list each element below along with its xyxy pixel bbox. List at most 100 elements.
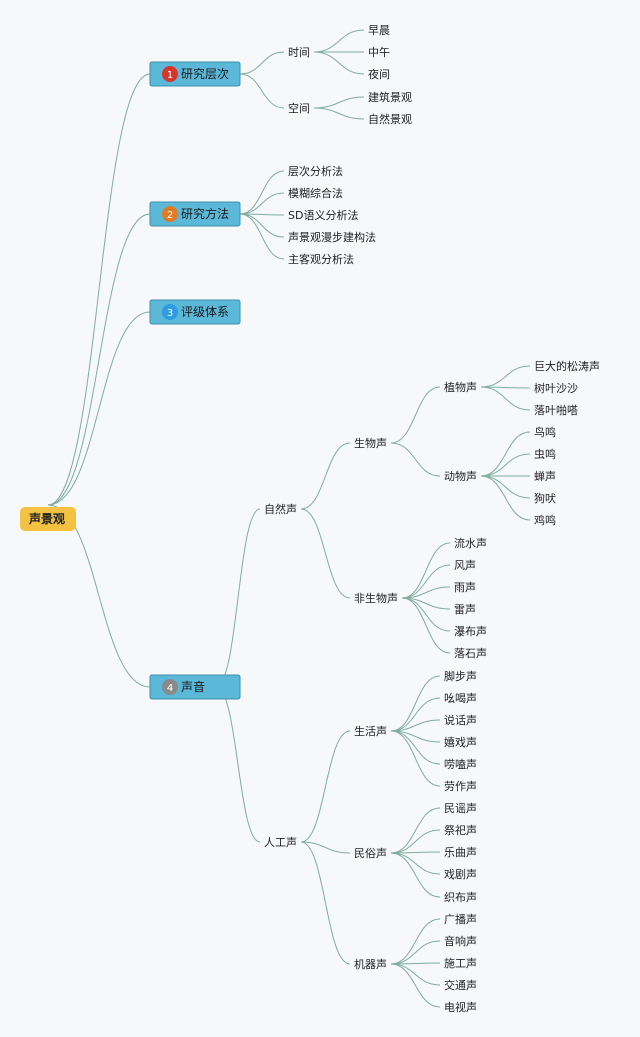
connector-lines	[47, 29, 531, 1008]
leaf-node: 建筑景观	[368, 90, 412, 104]
leaf-node: 瀑布声	[454, 624, 487, 638]
edge-level2	[215, 686, 261, 843]
edge-level4	[390, 940, 441, 965]
number-badge-icon	[162, 679, 178, 695]
edge-level4	[401, 597, 451, 654]
leaf-node: 鸟鸣	[534, 425, 556, 439]
root-node[interactable]	[20, 507, 76, 531]
node-时间: 时间	[288, 46, 310, 59]
category-node: 自然声	[264, 502, 297, 516]
leaf-node: 鸡鸣	[534, 513, 556, 527]
method-node: SD语义分析法	[288, 208, 358, 222]
leaf-node: 巨大的松涛声	[534, 359, 600, 373]
leaf-node: 说话声	[444, 713, 477, 727]
leaf-node: 风声	[454, 558, 476, 572]
leaf-node: 乐曲声	[444, 845, 477, 859]
leaf-node: 蝉声	[534, 469, 556, 483]
leaf-node: 广播声	[444, 912, 477, 926]
edge-level5	[480, 365, 531, 388]
group-node: 植物声	[444, 380, 477, 394]
edge-level5	[480, 386, 531, 411]
leaf-node: 脚步声	[444, 669, 477, 683]
leaf-node: 树叶沙沙	[534, 381, 578, 395]
leaf-node: 电视声	[444, 1000, 477, 1014]
edge-level3	[300, 730, 351, 843]
number-badge-icon	[162, 206, 178, 222]
edge-level2	[239, 192, 285, 215]
edge-root-to-branch-1	[47, 73, 151, 506]
leaf-node: 流水声	[454, 536, 487, 550]
edge-level3	[300, 508, 351, 599]
edge-level4	[401, 542, 451, 599]
edge-level2	[239, 73, 285, 109]
edge-root-to-branch-3	[47, 311, 151, 506]
leaf-node: 早晨	[368, 24, 390, 37]
edge-level4	[390, 918, 441, 965]
number-badge-icon	[162, 304, 178, 320]
edge-level4	[390, 719, 441, 732]
method-node: 声景观漫步建构法	[288, 230, 376, 244]
leaf-node: 夜间	[368, 67, 390, 81]
edge-level4	[390, 697, 441, 732]
leaf-node: 唠嗑声	[444, 757, 477, 771]
edge-level2	[239, 51, 285, 75]
leaf-node: 戏剧声	[444, 867, 477, 881]
edge-level5	[480, 475, 531, 499]
edge-level4	[390, 963, 441, 986]
edge-level3	[300, 841, 351, 965]
edge-level4	[390, 675, 441, 732]
subcategory-node: 机器声	[354, 957, 387, 971]
edge-level2	[239, 213, 285, 238]
edge-level2	[215, 508, 261, 688]
badge-number: 2	[167, 210, 173, 221]
leaf-node: 落石声	[454, 646, 487, 660]
leaf-node: 劳作声	[444, 779, 477, 793]
leaf-node: 织布声	[444, 890, 477, 904]
badge-number: 3	[167, 308, 173, 319]
subcategory-node: 生活声	[354, 724, 387, 738]
edge-level2	[239, 170, 285, 215]
edge-level4	[401, 586, 451, 599]
edge-level4	[390, 807, 441, 854]
method-node: 模糊综合法	[288, 186, 343, 200]
edge-level4	[390, 730, 441, 765]
node-空间: 空间	[288, 101, 310, 115]
edge-level3	[300, 442, 351, 510]
edge-level4	[401, 564, 451, 599]
edge-level3	[313, 51, 365, 75]
badge-number: 4	[167, 683, 173, 694]
edge-level3	[313, 29, 365, 53]
category-node: 人工声	[264, 835, 297, 849]
leaf-node: 虫鸣	[534, 447, 556, 461]
edge-level5	[480, 431, 531, 477]
branch-label: 研究方法	[181, 206, 229, 221]
branch-label: 声音	[181, 679, 205, 694]
leaf-node: 民谣声	[444, 801, 477, 815]
edge-level3	[313, 107, 365, 120]
edge-level5	[480, 453, 531, 477]
edge-level4	[390, 829, 441, 854]
edge-level4	[390, 963, 441, 1008]
subcategory-node: 非生物声	[354, 591, 398, 605]
leaf-node: 吆喝声	[444, 691, 477, 705]
subcategory-node: 生物声	[354, 436, 387, 450]
edge-level4	[390, 442, 441, 477]
edge-root-to-branch-4	[47, 504, 151, 688]
edge-level4	[390, 852, 441, 898]
branch-label: 研究层次	[181, 66, 229, 81]
edge-level5	[480, 475, 531, 521]
edge-level4	[390, 852, 441, 875]
edge-level3	[313, 96, 365, 109]
branch-label: 评级体系	[181, 305, 229, 319]
leaf-node: 狗吠	[534, 492, 556, 505]
edge-root-to-branch-2	[47, 213, 151, 506]
leaf-node: 自然景观	[368, 112, 412, 126]
method-node: 层次分析法	[288, 164, 343, 178]
root-label: 声景观	[28, 511, 65, 526]
group-node: 动物声	[444, 469, 477, 483]
leaf-node: 嬉戏声	[444, 735, 477, 749]
leaf-node: 交通声	[444, 978, 477, 992]
number-badge-icon	[162, 66, 178, 82]
